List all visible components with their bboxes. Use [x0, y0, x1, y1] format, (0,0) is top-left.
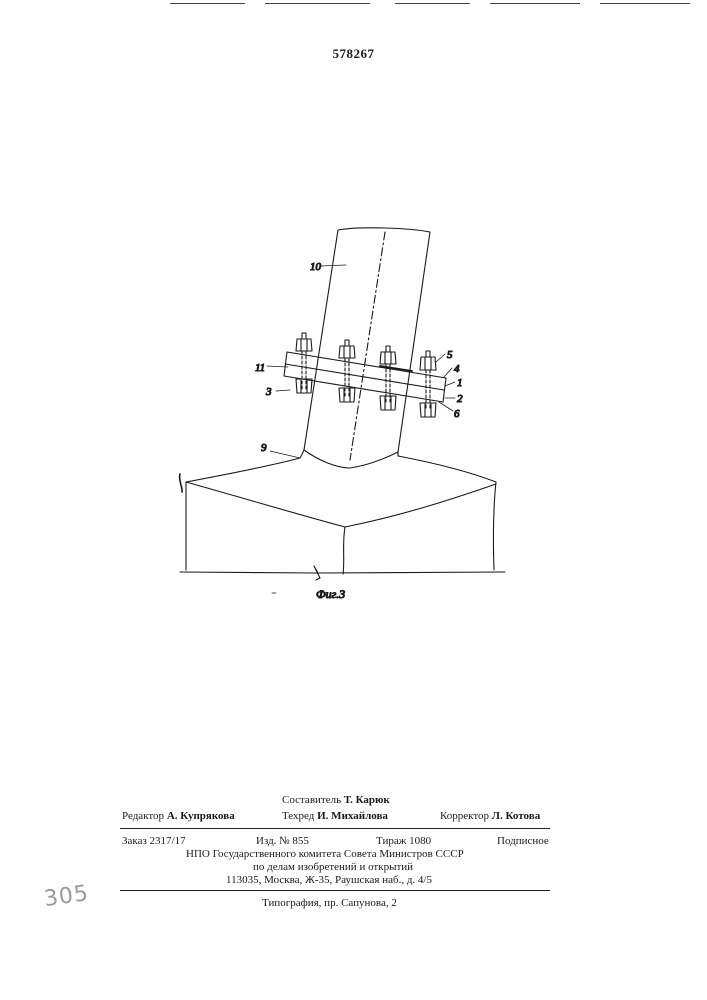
bolt-3: [380, 346, 396, 410]
compiler-name: Т. Карюк: [344, 794, 390, 806]
editor-entry: Редактор А. Купрякова: [122, 809, 235, 823]
org-line-2: по делам изобретений и открытий: [253, 860, 413, 874]
compiler-role: Составитель: [282, 794, 341, 806]
corrector-name: Л. Котова: [492, 810, 540, 822]
subscription-note: Подписное: [497, 834, 549, 848]
label-1: 1: [457, 377, 463, 389]
label-9: 9: [261, 442, 267, 454]
leader-lines: [267, 265, 455, 458]
address: 113035, Москва, Ж-35, Раушская наб., д. …: [226, 873, 432, 887]
org-line-1: НПО Государственного комитета Совета Мин…: [186, 847, 464, 861]
printer-line: Типография, пр. Сапунова, 2: [262, 896, 397, 910]
corrector-entry: Корректор Л. Котова: [440, 809, 540, 823]
label-10: 10: [310, 261, 322, 273]
margin-handwritten-mark: 305: [42, 881, 90, 912]
imprint-rule-top: [120, 828, 550, 829]
label-3: 3: [265, 386, 272, 398]
techred-role: Техред: [282, 810, 314, 822]
label-4: 4: [454, 363, 460, 375]
technical-drawing: 10 11 3 9 5 4 1 2 6 Фиг.3: [0, 0, 707, 640]
figure-caption: Фиг.3: [316, 587, 345, 601]
label-11: 11: [255, 362, 265, 374]
techred-entry: Техред И. Михайлова: [282, 809, 388, 823]
bolt-4: [420, 351, 436, 417]
edition-number: Изд. № 855: [256, 834, 309, 848]
label-6: 6: [454, 408, 460, 420]
imprint-rule-bottom: [120, 890, 550, 891]
foundation-block: [180, 456, 505, 580]
bolt-1: [296, 333, 312, 393]
order-number: Заказ 2317/17: [122, 834, 186, 848]
editor-role: Редактор: [122, 810, 164, 822]
techred-name: И. Михайлова: [317, 810, 388, 822]
corrector-role: Корректор: [440, 810, 489, 822]
editor-name: А. Купрякова: [167, 810, 235, 822]
circulation: Тираж 1080: [376, 834, 431, 848]
compiler-line: Составитель Т. Карюк: [282, 793, 390, 807]
label-2: 2: [457, 393, 463, 405]
label-5: 5: [447, 349, 453, 361]
bolt-2: [339, 340, 355, 402]
